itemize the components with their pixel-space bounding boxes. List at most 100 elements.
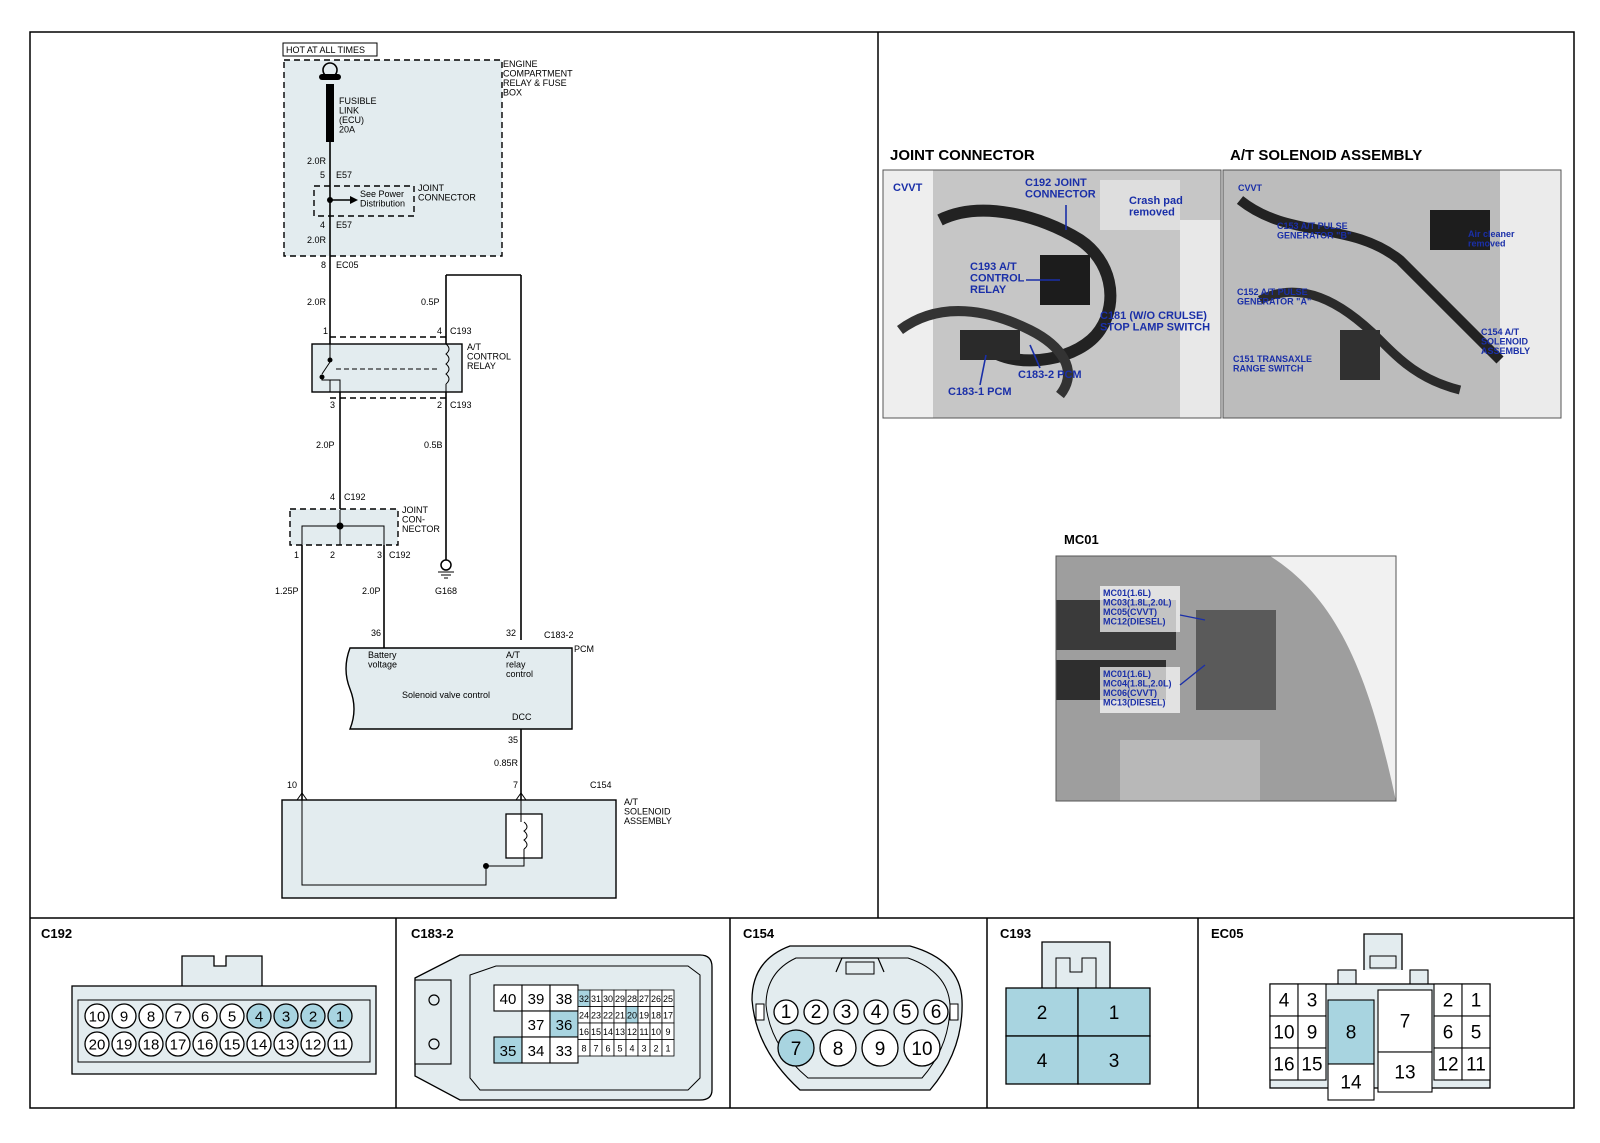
pin-label: 6 xyxy=(1443,1023,1454,1044)
svg-text:10: 10 xyxy=(287,780,297,790)
pin-label: 8 xyxy=(1346,1023,1357,1044)
at-control-relay xyxy=(311,343,463,393)
svg-text:C183-2 PCM: C183-2 PCM xyxy=(1018,369,1082,381)
pin-cell xyxy=(1077,987,1151,1037)
pin-circle xyxy=(327,1031,353,1057)
pin-label: 2 xyxy=(1037,1003,1048,1024)
pin-label: 4 xyxy=(629,1043,634,1053)
pin-label: 3 xyxy=(641,1043,646,1053)
svg-text:2.0R: 2.0R xyxy=(307,297,327,307)
pin-label: 9 xyxy=(1307,1023,1318,1044)
svg-text:C183-2: C183-2 xyxy=(411,926,454,941)
pcm-label: PCM xyxy=(574,644,594,654)
pin-label: 36 xyxy=(556,1017,573,1034)
pin-label: 2 xyxy=(309,1009,317,1026)
svg-text:EC05: EC05 xyxy=(336,260,359,270)
pin-label: 33 xyxy=(556,1043,573,1060)
relay-coil-icon xyxy=(445,343,450,385)
pin-label: 20 xyxy=(89,1037,106,1054)
pin-cell xyxy=(661,1039,675,1057)
svg-text:0.85R: 0.85R xyxy=(494,758,519,768)
pin-label: 7 xyxy=(593,1043,598,1053)
pin-label: 2 xyxy=(811,1002,822,1023)
pin-label: 34 xyxy=(528,1043,545,1060)
pin-label: 10 xyxy=(911,1039,932,1060)
pin-circle xyxy=(246,1031,272,1057)
pin-label: 14 xyxy=(251,1037,268,1054)
svg-text:1.25P: 1.25P xyxy=(275,586,299,596)
svg-text:C181 (W/O CRULSE)STOP LAMP SWI: C181 (W/O CRULSE)STOP LAMP SWITCH xyxy=(1100,310,1210,334)
svg-text:32: 32 xyxy=(506,628,516,638)
pin-label: 15 xyxy=(1301,1055,1322,1076)
pin-circle xyxy=(273,1003,299,1029)
pin-circle xyxy=(300,1003,326,1029)
svg-text:E57: E57 xyxy=(336,170,352,180)
pin-circle xyxy=(819,1029,857,1067)
svg-text:5: 5 xyxy=(320,170,325,180)
fusible-link-icon xyxy=(326,84,334,142)
pin-circle xyxy=(84,1031,110,1057)
svg-text:36: 36 xyxy=(371,628,381,638)
pin-label: 14 xyxy=(1340,1073,1362,1094)
pin-circle xyxy=(219,1003,245,1029)
pin-cell xyxy=(1269,1047,1299,1081)
pin-label: 11 xyxy=(639,1027,648,1037)
pin-label: 40 xyxy=(500,991,517,1008)
pin-label: 10 xyxy=(651,1027,661,1037)
pin-circle xyxy=(165,1003,191,1029)
svg-text:2.0R: 2.0R xyxy=(307,235,327,245)
pin-label: 8 xyxy=(147,1009,155,1026)
pin-cell xyxy=(1433,1047,1463,1081)
svg-text:CVVT: CVVT xyxy=(893,182,923,194)
pin-label: 9 xyxy=(875,1039,886,1060)
pin-label: 3 xyxy=(841,1002,852,1023)
pin-label: 9 xyxy=(120,1009,128,1026)
pin-label: 5 xyxy=(617,1043,622,1053)
pin-label: 16 xyxy=(1273,1055,1294,1076)
svg-text:C193: C193 xyxy=(450,400,472,410)
svg-text:C193: C193 xyxy=(1000,926,1031,941)
pin-circle xyxy=(300,1031,326,1057)
fuse-box xyxy=(283,59,503,257)
pin-label: 16 xyxy=(197,1037,214,1054)
svg-text:EC05: EC05 xyxy=(1211,926,1244,941)
pin-label: 38 xyxy=(556,991,573,1008)
svg-text:2: 2 xyxy=(330,550,335,560)
pin-label: 15 xyxy=(224,1037,241,1054)
pin-cell xyxy=(549,1036,579,1064)
solenoid-coil-icon xyxy=(523,821,528,850)
pin-circle xyxy=(165,1031,191,1057)
pin-label: 2 xyxy=(1443,991,1454,1012)
pin-label: 1 xyxy=(1109,1003,1120,1024)
joint-connector-title: JOINT CONNECTOR xyxy=(890,147,1035,164)
svg-text:4: 4 xyxy=(330,492,335,502)
pin-cell xyxy=(1461,1047,1491,1081)
pin-circle xyxy=(111,1031,137,1057)
svg-text:1: 1 xyxy=(294,550,299,560)
pin-label: 17 xyxy=(170,1037,187,1054)
pin-circle xyxy=(777,1029,815,1067)
pin-cell xyxy=(521,984,551,1012)
pin-cell xyxy=(1077,1035,1151,1085)
pin-label: 19 xyxy=(116,1037,133,1054)
pin-circle xyxy=(773,999,799,1025)
pin-label: 3 xyxy=(282,1009,290,1026)
pin-cell xyxy=(521,1036,551,1064)
svg-text:35: 35 xyxy=(508,735,518,745)
pin-label: 4 xyxy=(255,1009,263,1026)
pin-label: 24 xyxy=(579,1010,589,1020)
pin-label: 5 xyxy=(1471,1023,1482,1044)
pin-circle xyxy=(111,1003,137,1029)
svg-text:0.5B: 0.5B xyxy=(424,440,443,450)
pin-label: 6 xyxy=(605,1043,610,1053)
pin-label: 8 xyxy=(833,1039,844,1060)
